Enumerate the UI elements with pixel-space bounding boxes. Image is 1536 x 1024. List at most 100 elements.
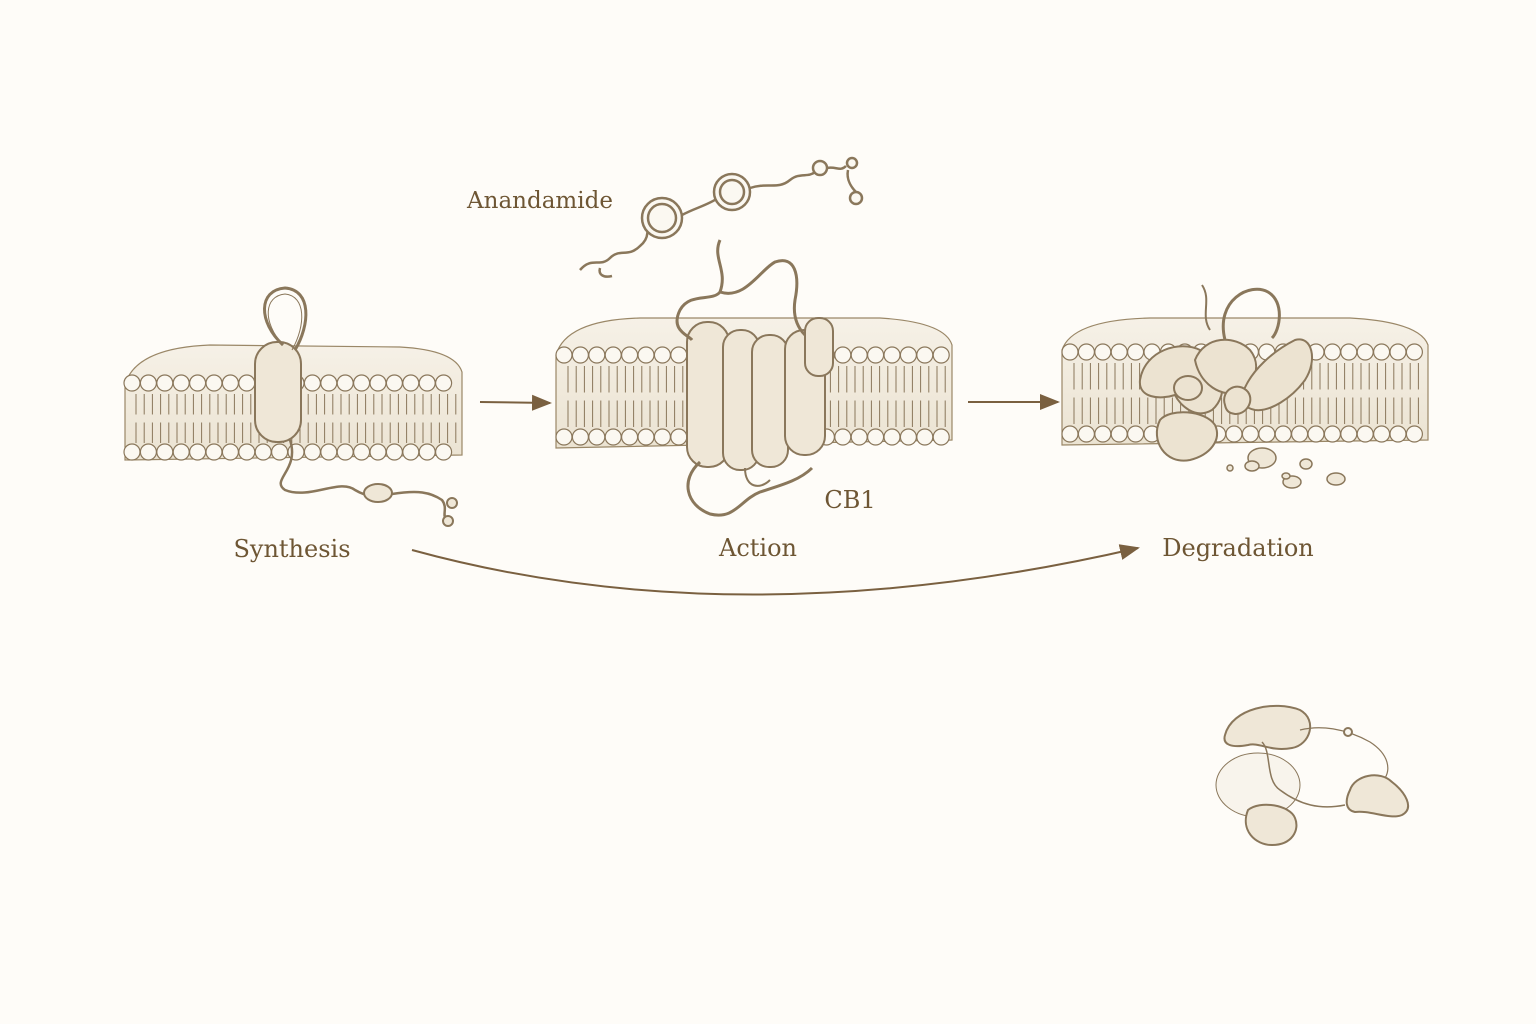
lipid-head (620, 428, 639, 446)
lipid-head (1110, 343, 1128, 361)
lipid-head (1061, 343, 1079, 361)
lipid-head (418, 374, 436, 392)
lipid-head (1405, 425, 1424, 443)
lipid-head (221, 374, 239, 392)
lipid-head (850, 428, 868, 446)
lipid-head (139, 374, 157, 392)
lipid-head (555, 346, 573, 364)
lipid-head (653, 346, 672, 364)
lipid-head (435, 374, 453, 392)
lipid-head (353, 374, 371, 392)
lipid-head (123, 443, 141, 461)
lipid-head (221, 443, 239, 461)
lipid-head (303, 443, 321, 461)
lipid-head (139, 443, 157, 461)
lipid-head (336, 374, 354, 392)
lipid-head (320, 374, 338, 392)
lipid-head (435, 443, 453, 461)
lipid-head (883, 428, 901, 446)
lipid-head (555, 428, 573, 446)
lipid-head (205, 374, 223, 392)
lipid-head (1290, 425, 1309, 443)
label-degradation: Degradation (1162, 534, 1314, 562)
lipid-head (1340, 425, 1358, 443)
lipid-head (1323, 343, 1342, 361)
lipid-head (1274, 425, 1292, 443)
lipid-head (369, 374, 387, 392)
label-cb1: CB1 (824, 486, 875, 514)
arrow-synthesis-to-action (479, 394, 552, 411)
lipid-head (1126, 343, 1145, 361)
lipid-head (670, 346, 688, 364)
lipid-head (172, 374, 190, 392)
lipid-head (1372, 343, 1391, 361)
lipid-head (588, 346, 606, 364)
membrane-degrading-protein-icon (1138, 284, 1313, 462)
lipid-head (932, 428, 950, 446)
lipid-head (1094, 425, 1112, 443)
lipid-head (369, 443, 387, 461)
lipid-head (1389, 425, 1407, 443)
lipid-head (916, 346, 934, 364)
lipid-head (1258, 425, 1276, 443)
lipid-head (303, 374, 321, 392)
lipid-head (1077, 425, 1096, 443)
lipid-head (604, 428, 622, 446)
lipid-head (834, 428, 852, 446)
lipid-heads-bottom-right (1061, 425, 1424, 443)
lipid-head (932, 346, 950, 364)
ligand-molecule-icon (579, 156, 864, 278)
lipid-head (1094, 343, 1112, 361)
lipid-head (883, 346, 901, 364)
lipid-head (238, 374, 256, 392)
lipid-head (850, 346, 868, 364)
lipid-heads-bottom-left (123, 443, 453, 461)
membrane-receptor-icon (675, 239, 834, 517)
lipid-head (385, 374, 403, 392)
label-action: Action (718, 534, 797, 562)
lipid-head (254, 443, 272, 461)
lipid-head (866, 346, 885, 364)
arrow-synthesis-to-degradation-curve (411, 544, 1140, 596)
label-anandamide: Anandamide (466, 188, 613, 214)
membrane-protein-loop-icon (254, 286, 458, 527)
lipid-head (320, 443, 338, 461)
lipid-head (1389, 343, 1407, 361)
lipid-head (1307, 425, 1325, 443)
lipid-head (353, 443, 371, 461)
lipid-head (172, 443, 190, 461)
lipid-head (1126, 425, 1145, 443)
label-synthesis: Synthesis (233, 535, 350, 563)
lipid-head (653, 428, 672, 446)
lipid-head (123, 374, 141, 392)
lipid-head (1077, 343, 1096, 361)
lipid-head (189, 374, 207, 392)
lipid-head (620, 346, 639, 364)
lipid-head (1241, 425, 1260, 443)
lipid-head (385, 443, 403, 461)
lipid-head (336, 443, 354, 461)
lipid-head (1356, 425, 1374, 443)
lipid-head (637, 346, 655, 364)
lipid-head (1225, 425, 1243, 443)
lipid-head (402, 374, 420, 392)
lipid-head (588, 428, 606, 446)
lipid-head (604, 346, 622, 364)
lipid-head (571, 346, 590, 364)
lipid-head (571, 428, 590, 446)
lipid-head (1340, 343, 1358, 361)
lipid-head (1372, 425, 1391, 443)
lipid-head (271, 443, 289, 461)
lipid-head (1323, 425, 1342, 443)
lipid-head (1110, 425, 1128, 443)
lipid-head (238, 443, 256, 461)
lipid-head (156, 374, 174, 392)
degradation-fragments (1226, 447, 1346, 489)
lipid-head (156, 443, 174, 461)
lipid-head (899, 346, 918, 364)
lipid-head (866, 428, 885, 446)
protein-fragment-icon (1215, 704, 1409, 847)
lipid-head (1405, 343, 1424, 361)
lipid-head (402, 443, 420, 461)
